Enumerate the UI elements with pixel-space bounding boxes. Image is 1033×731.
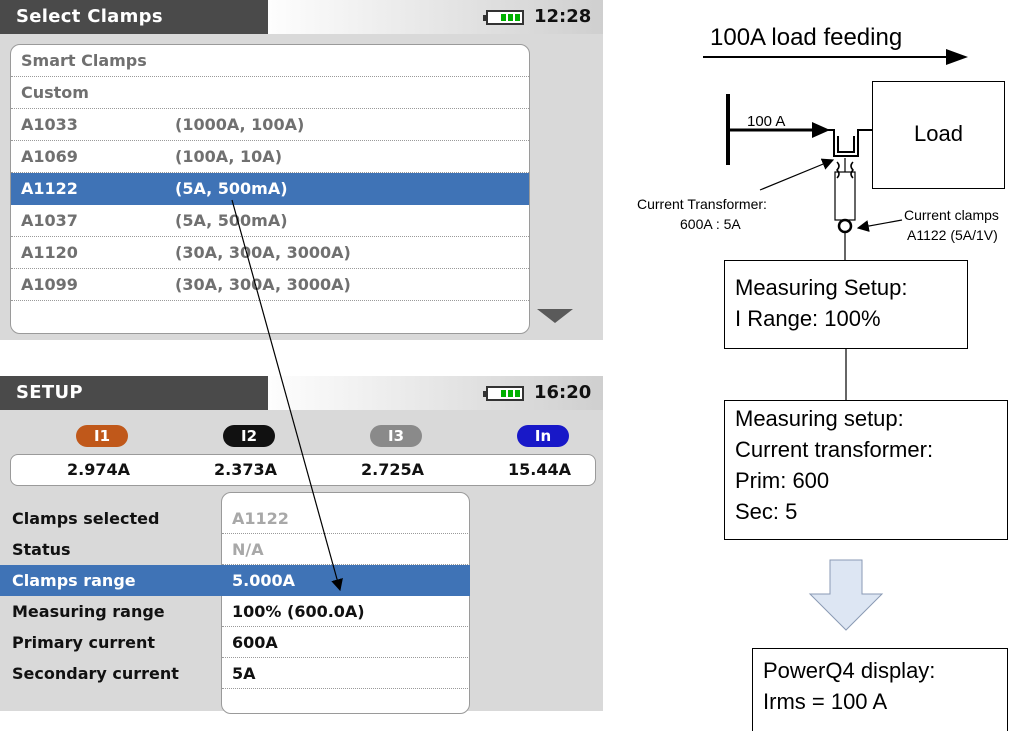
- list-item[interactable]: Smart Clamps: [11, 45, 529, 77]
- annotation-arrow: [231, 199, 343, 592]
- list-item[interactable]: A1099 (30A, 300A, 3000A): [11, 269, 529, 301]
- channel-badge-i2: I2: [223, 425, 275, 447]
- reading-i3: 2.725A: [361, 460, 424, 479]
- select-clamps-screen: Select Clamps 12:28 Smart Clamps Custom …: [0, 0, 603, 340]
- reading-i2: 2.373A: [214, 460, 277, 479]
- title-bar: Select Clamps 12:28: [0, 0, 603, 34]
- title-bar: SETUP 16:20: [0, 376, 603, 410]
- setting-secondary-current[interactable]: Secondary current 5A: [12, 664, 256, 683]
- reading-in: 15.44A: [508, 460, 571, 479]
- setting-primary-current[interactable]: Primary current 600A: [12, 633, 278, 652]
- triangle-down-icon[interactable]: [537, 309, 573, 323]
- clamps-label-line1: Current clamps: [904, 207, 999, 223]
- load-label: Load: [914, 121, 963, 146]
- ct-primary: [822, 129, 872, 157]
- list-item[interactable]: Custom: [11, 77, 529, 109]
- battery-icon: [483, 386, 524, 401]
- screen-title: SETUP: [0, 376, 268, 410]
- clamps-list: Smart Clamps Custom A1033 (1000A, 100A) …: [10, 44, 530, 334]
- list-item[interactable]: A1120 (30A, 300A, 3000A): [11, 237, 529, 269]
- channel-badge-i3: I3: [370, 425, 422, 447]
- setting-clamps-selected[interactable]: Clamps selected A1122: [12, 509, 289, 528]
- setting-measuring-range[interactable]: Measuring range 100% (600.0A): [12, 602, 365, 621]
- ct-coil: [835, 161, 855, 179]
- setting-status[interactable]: Status N/A: [12, 540, 264, 559]
- list-item[interactable]: A1069 (100A, 10A): [11, 141, 529, 173]
- channel-badge-in: In: [517, 425, 569, 447]
- ct-label-line1: Current Transformer:: [637, 196, 767, 212]
- load-box: Load: [872, 81, 1005, 189]
- ct-label-line2: 600A : 5A: [680, 216, 741, 232]
- display-box: PowerQ4 display: Irms = 100 A: [752, 648, 1008, 731]
- list-item[interactable]: A1037 (5A, 500mA): [11, 205, 529, 237]
- clamps-label-line2: A1122 (5A/1V): [907, 227, 998, 243]
- reading-i1: 2.974A: [67, 460, 130, 479]
- screen-title: Select Clamps: [0, 0, 268, 34]
- channel-badge-i1: I1: [76, 425, 128, 447]
- down-arrow-icon: [808, 559, 884, 631]
- measuring-setup-box: Measuring Setup: I Range: 100%: [724, 260, 968, 349]
- setting-clamps-range[interactable]: Clamps range 5.000A: [0, 565, 470, 596]
- clamp-icon: [837, 218, 853, 234]
- feed-label: 100A load feeding: [710, 24, 903, 51]
- clock: 16:20: [534, 382, 592, 403]
- list-item[interactable]: A1033 (1000A, 100A): [11, 109, 529, 141]
- clock: 12:28: [534, 6, 592, 27]
- list-item-selected[interactable]: A1122 (5A, 500mA): [11, 173, 529, 205]
- battery-icon: [483, 10, 524, 25]
- current-transformer-box: Measuring setup: Current transformer: Pr…: [724, 400, 1008, 540]
- line-current-label: 100 A: [747, 113, 786, 130]
- settings-value-panel: [221, 492, 470, 714]
